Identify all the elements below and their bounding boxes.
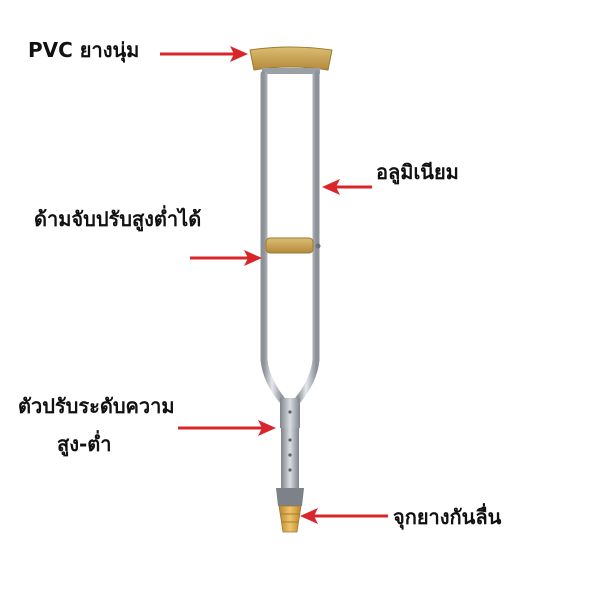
height-adjuster (280, 398, 300, 488)
rubber-tip (276, 488, 304, 533)
label-aluminium: อลูมิเนียม (376, 160, 459, 184)
left-rail (260, 70, 286, 404)
arrow-aluminium (322, 179, 372, 195)
arrow-pvc (160, 46, 248, 62)
label-height-adjuster-line2: สูง-ต่ำ (57, 432, 112, 456)
hand-grip (265, 237, 321, 254)
label-rubber-tip: จุกยางกันลื่น (393, 505, 502, 529)
underarm-pad (249, 46, 333, 74)
arrow-handle (190, 250, 262, 266)
right-rail (294, 70, 320, 404)
arrow-tip (300, 508, 388, 524)
label-handle: ด้ามจับปรับสูงต่ำได้ (34, 207, 202, 231)
label-pvc-pad: PVC ยางนุ่ม (28, 38, 140, 62)
label-height-adjuster-line1: ตัวปรับระดับความ (18, 394, 175, 418)
arrow-adjuster (178, 420, 276, 436)
